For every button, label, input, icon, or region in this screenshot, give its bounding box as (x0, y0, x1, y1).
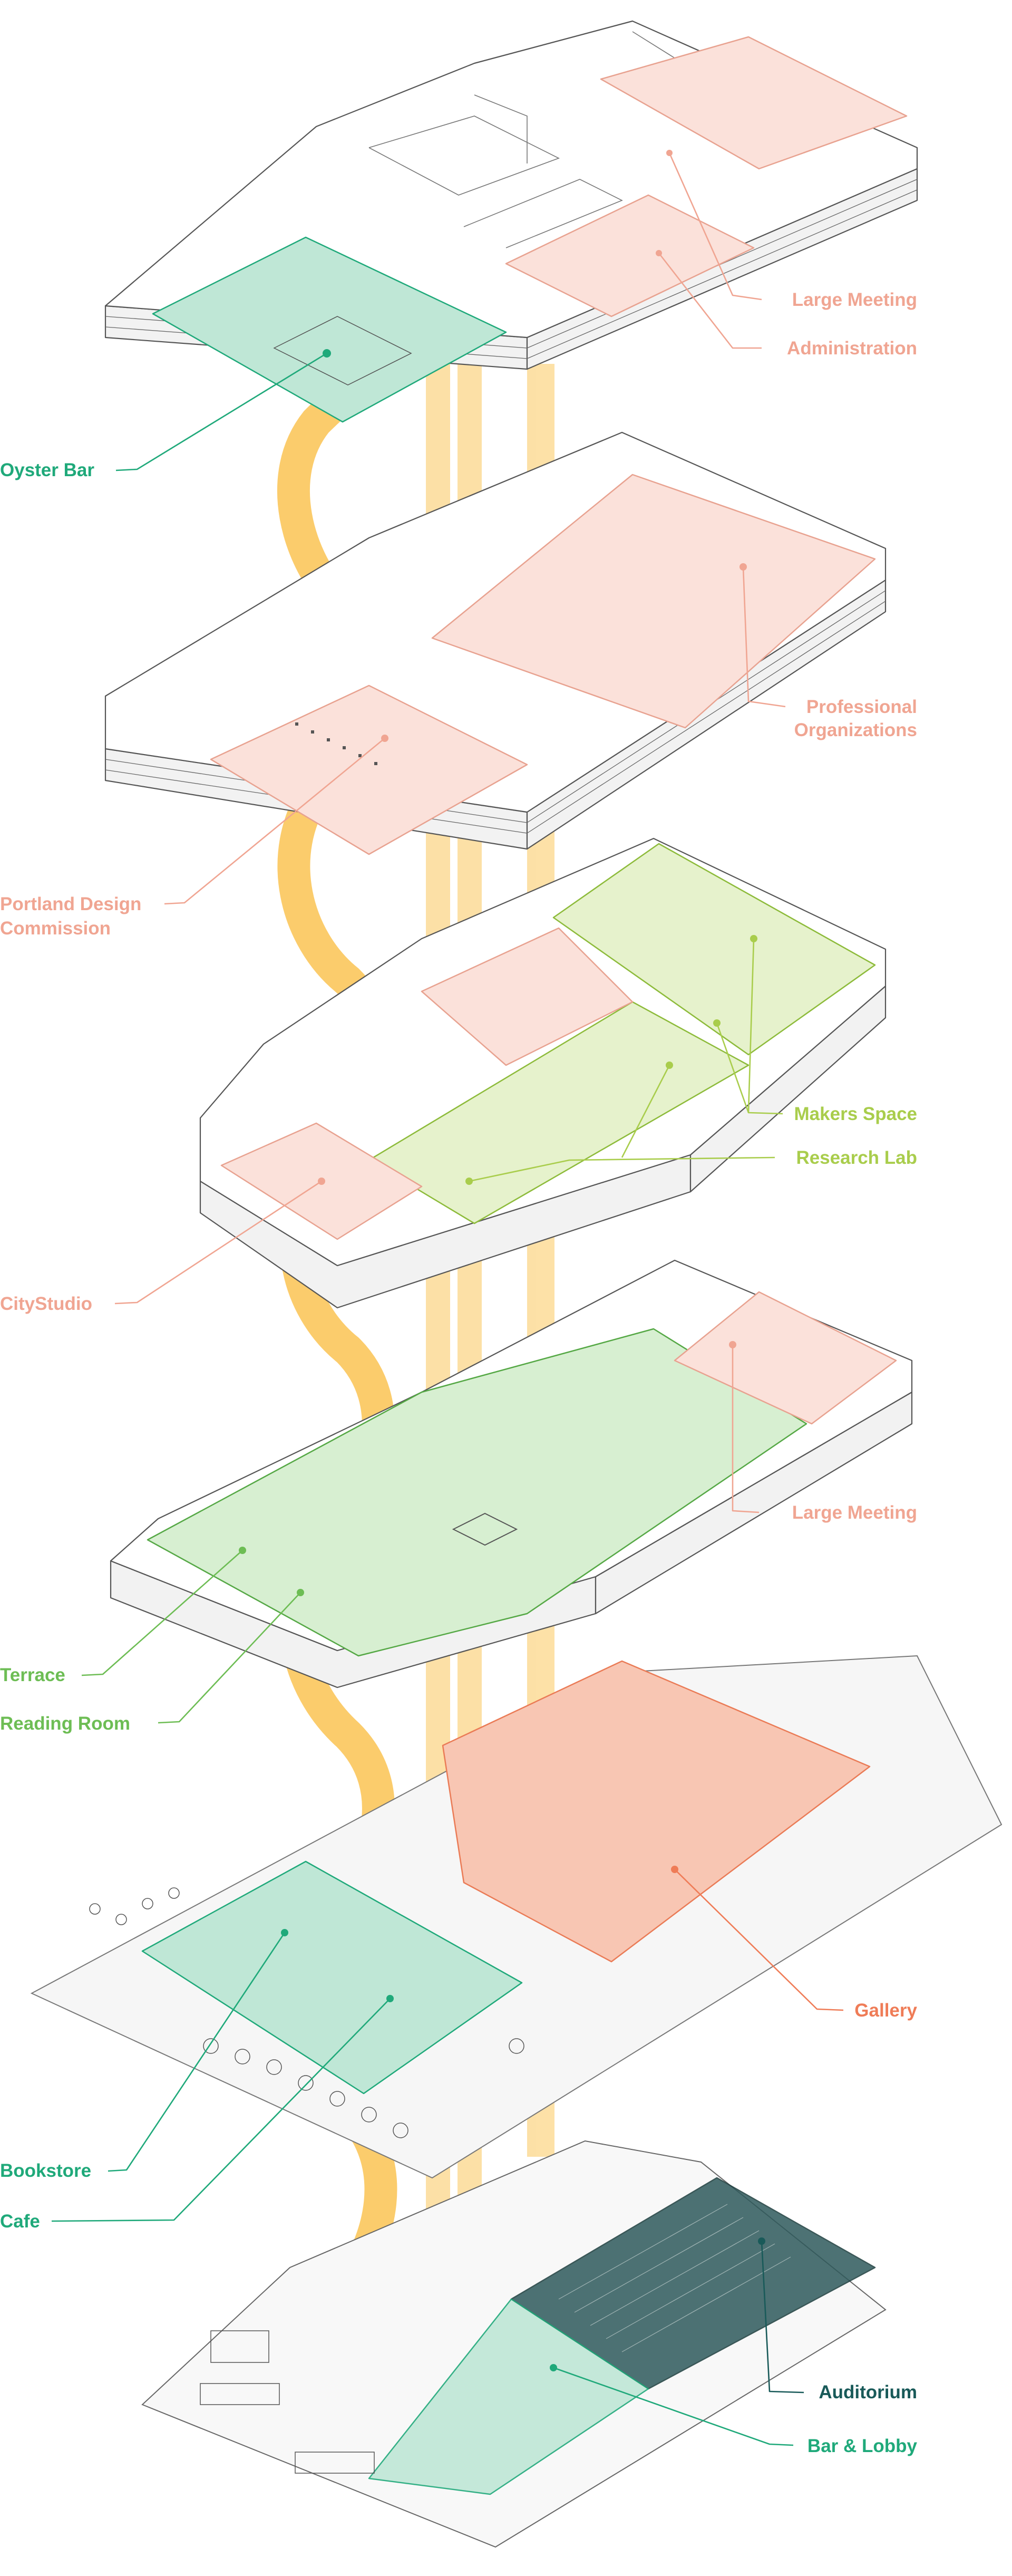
floor-5 (30, 1655, 1003, 2179)
floor-6 (141, 2140, 887, 2548)
label-makers-space: Makers Space (794, 1104, 917, 1124)
label-research-lab: Research Lab (796, 1147, 917, 1168)
label-large-meeting-top: Large Meeting (792, 290, 917, 310)
label-oyster-bar: Oyster Bar (0, 460, 94, 480)
leader-lines (51, 150, 844, 2446)
floor-3 (199, 837, 887, 1309)
floor-2 (104, 431, 887, 855)
label-gallery: Gallery (854, 2000, 917, 2021)
label-terrace: Terrace (0, 1665, 65, 1685)
label-large-meeting-mid: Large Meeting (792, 1502, 917, 1523)
label-portland-line1: Portland Design (0, 894, 141, 914)
floor-4 (110, 1259, 913, 1689)
label-cafe: Cafe (0, 2211, 40, 2232)
label-auditorium: Auditorium (819, 2382, 917, 2403)
label-portland-line2: Commission (0, 918, 111, 939)
label-administration: Administration (787, 338, 917, 359)
label-bookstore: Bookstore (0, 2160, 91, 2181)
floor-top (104, 20, 918, 423)
label-professional-line1: Professional (806, 697, 917, 717)
label-citystudio: CityStudio (0, 1294, 92, 1314)
label-bar-lobby: Bar & Lobby (807, 2436, 918, 2456)
space-labels: Large Meeting Administration Oyster Bar … (0, 290, 918, 2456)
label-professional-line2: Organizations (794, 720, 917, 740)
label-reading-room: Reading Room (0, 1713, 130, 1734)
